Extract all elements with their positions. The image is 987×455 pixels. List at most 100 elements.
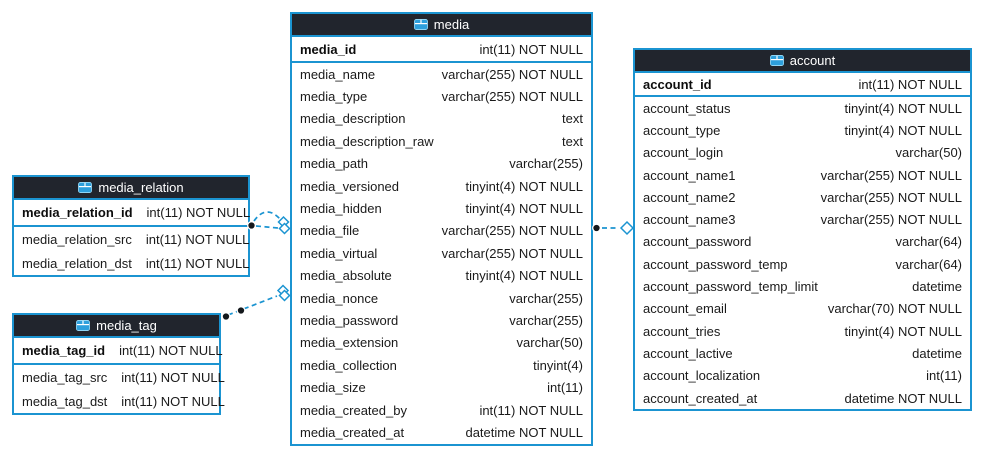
- field-type: text: [562, 133, 583, 149]
- field-type: int(11) NOT NULL: [119, 343, 223, 358]
- field-name: account_type: [643, 122, 721, 138]
- field-name: media_hidden: [300, 201, 382, 217]
- field-row-media_created_at[interactable]: media_created_at datetime NOT NULL: [292, 421, 591, 443]
- field-type: int(11) NOT NULL: [145, 255, 250, 271]
- table-header[interactable]: account: [635, 50, 970, 73]
- field-type: datetime NOT NULL: [844, 390, 962, 406]
- table-title: media_relation: [98, 180, 184, 195]
- field-name: media_relation_id: [22, 205, 133, 220]
- field-row-account_type[interactable]: account_type tinyint(4) NOT NULL: [635, 119, 970, 141]
- field-type: tinyint(4) NOT NULL: [844, 100, 962, 116]
- field-type: tinyint(4) NOT NULL: [844, 122, 962, 138]
- field-name: account_password: [643, 234, 752, 250]
- field-name: account_password_temp: [643, 256, 788, 272]
- field-type: varchar(255) NOT NULL: [441, 89, 583, 105]
- field-name: media_tag_dst: [22, 393, 108, 409]
- field-row-media_tag_src[interactable]: media_tag_src int(11) NOT NULL: [14, 365, 225, 389]
- field-type: datetime NOT NULL: [465, 424, 583, 440]
- field-row-media_description_raw[interactable]: media_description_raw text: [292, 130, 591, 152]
- field-type: varchar(50): [516, 335, 583, 351]
- field-row-account_login[interactable]: account_login varchar(50): [635, 142, 970, 164]
- cardinality-diamond-icon: [278, 289, 291, 302]
- field-name: media_file: [300, 223, 360, 239]
- field-name: account_email: [643, 301, 727, 317]
- table-title: media_tag: [96, 318, 157, 333]
- field-row-account_password_temp[interactable]: account_password_temp varchar(64): [635, 253, 970, 275]
- field-type: varchar(255): [509, 312, 583, 328]
- relationship-line-media_tag-to-media: [227, 295, 278, 316]
- table-title: media: [433, 17, 470, 32]
- table-header[interactable]: media: [292, 14, 591, 37]
- field-name: media_versioned: [300, 178, 400, 194]
- field-name: account_created_at: [643, 390, 758, 406]
- table-icon: [413, 19, 428, 30]
- field-type: varchar(255) NOT NULL: [820, 189, 962, 205]
- field-type: varchar(255): [509, 290, 583, 306]
- cardinality-diamond-icon: [277, 215, 290, 229]
- field-type: datetime: [912, 345, 962, 361]
- table-header[interactable]: media_tag: [14, 315, 219, 338]
- field-name: account_id: [643, 76, 712, 92]
- field-type: varchar(255) NOT NULL: [441, 66, 583, 82]
- field-name: media_description_raw: [300, 133, 434, 149]
- field-name: account_login: [643, 145, 724, 161]
- field-row-media_id[interactable]: media_id int(11) NOT NULL: [292, 37, 591, 63]
- field-type: int(11) NOT NULL: [121, 369, 225, 385]
- field-row-account_created_at[interactable]: account_created_at datetime NOT NULL: [635, 387, 970, 409]
- table-icon: [769, 55, 784, 66]
- field-name: media_tag_src: [22, 369, 108, 385]
- field-name: media_id: [300, 41, 357, 57]
- field-type: int(11) NOT NULL: [145, 231, 250, 247]
- field-name: media_collection: [300, 357, 397, 373]
- field-row-account_id[interactable]: account_id int(11) NOT NULL: [635, 73, 970, 97]
- field-type: varchar(50): [895, 145, 962, 161]
- field-type: int(11) NOT NULL: [479, 41, 583, 57]
- field-name: media_created_at: [300, 424, 405, 440]
- field-type: tinyint(4) NOT NULL: [844, 323, 962, 339]
- field-type: tinyint(4) NOT NULL: [465, 201, 583, 217]
- field-type: int(11) NOT NULL: [858, 76, 962, 92]
- cardinality-diamond-icon: [278, 222, 291, 235]
- table-icon: [76, 320, 91, 331]
- field-type: varchar(64): [895, 256, 962, 272]
- field-type: varchar(255): [509, 156, 583, 172]
- field-type: int(11): [547, 380, 583, 396]
- field-name: account_password_temp_limit: [643, 279, 818, 295]
- field-row-media_hidden[interactable]: media_hidden tinyint(4) NOT NULL: [292, 197, 591, 219]
- table-header[interactable]: media_relation: [14, 177, 248, 200]
- cardinality-diamond-icon: [619, 220, 635, 236]
